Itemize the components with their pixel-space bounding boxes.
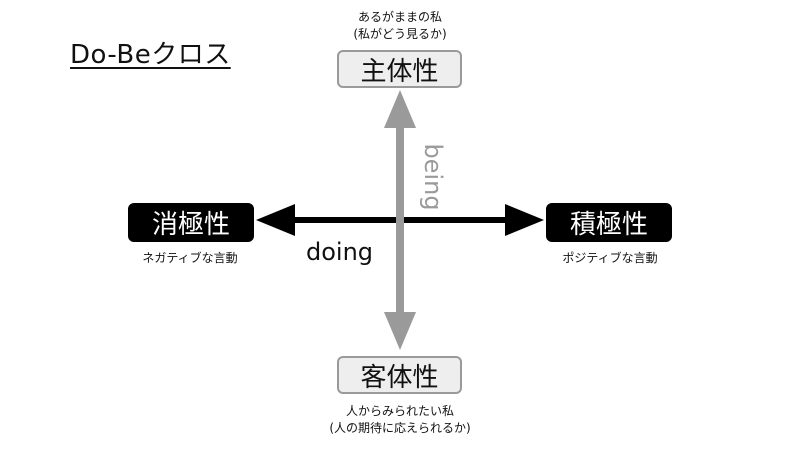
being-label: being: [419, 143, 447, 211]
bottom-caption-line2: (人の期待に応えられるか): [329, 421, 471, 435]
being-arrow: [384, 90, 416, 350]
subjectivity-box: 主体性: [337, 50, 462, 88]
page-title: Do-Beクロス: [70, 40, 231, 70]
passive-box: 消極性: [128, 203, 254, 242]
active-box: 積極性: [546, 203, 672, 242]
active-caption: ポジティブな言動: [562, 251, 658, 265]
bottom-caption-line1: 人からみられたい私: [345, 404, 454, 418]
objectivity-box: 客体性: [337, 356, 462, 394]
passive-caption: ネガティブな言動: [142, 251, 238, 265]
top-caption-line2: (私がどう見るか): [353, 27, 447, 41]
top-caption-line1: あるがままの私: [357, 10, 442, 24]
bottom-caption: 人からみられたい私 (人の期待に応えられるか): [310, 403, 490, 437]
top-caption: あるがままの私 (私がどう見るか): [330, 9, 470, 43]
doing-label: doing: [306, 238, 374, 266]
